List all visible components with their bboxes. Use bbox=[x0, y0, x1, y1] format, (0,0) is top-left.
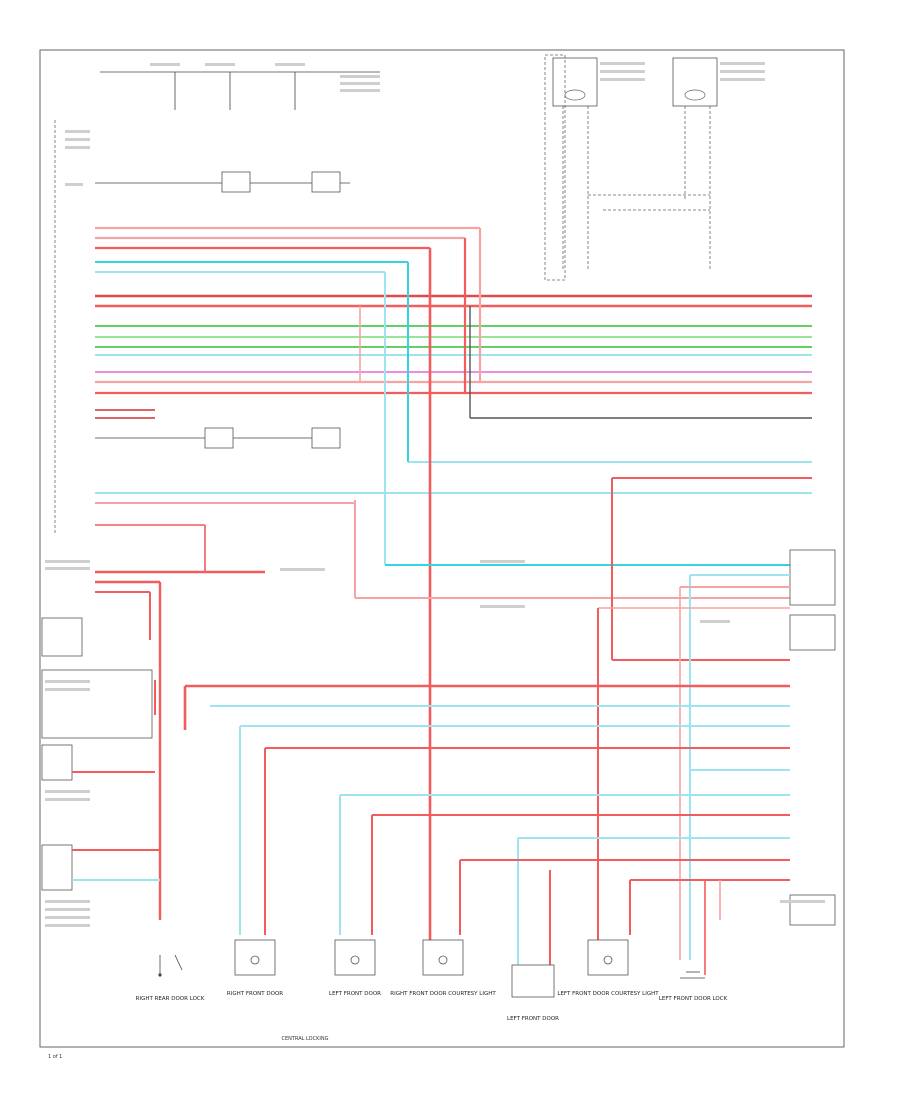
bottom-components bbox=[158, 894, 836, 998]
label-left-front-door: LEFT FRONT DOOR bbox=[329, 991, 381, 997]
label-right-front-door: RIGHT FRONT DOOR bbox=[227, 991, 283, 997]
lock-left-front-door bbox=[680, 971, 705, 979]
page-number: 1 of 1 bbox=[48, 1054, 62, 1060]
right-connector bbox=[597, 477, 836, 960]
left-subcomponents bbox=[41, 524, 265, 920]
wire-verticals bbox=[95, 228, 790, 960]
left-input-block bbox=[54, 71, 380, 535]
wire-bus-cyan bbox=[95, 261, 812, 494]
label-right-rear-door-lock: RIGHT REAR DOOR LOCK bbox=[136, 996, 205, 1002]
right-bottom-box bbox=[789, 894, 836, 926]
label-left-front-door-switch: LEFT FRONT DOOR bbox=[507, 1016, 559, 1022]
label-right-front-door-courtesy-light: RIGHT FRONT DOOR COURTESY LIGHT bbox=[390, 991, 496, 997]
switch-left-front-door bbox=[511, 964, 555, 998]
wire-bus-red bbox=[95, 226, 812, 419]
light-right-front-door bbox=[422, 939, 464, 976]
label-left-front-door-courtesy-light: LEFT FRONT DOOR COURTESY LIGHT bbox=[557, 991, 659, 997]
diagram-frame bbox=[39, 49, 845, 1048]
fine-print-labels bbox=[45, 62, 825, 927]
component-labels: RIGHT REAR DOOR LOCK RIGHT FRONT DOOR LE… bbox=[136, 991, 728, 1022]
label-left-front-door-lock: LEFT FRONT DOOR LOCK bbox=[659, 996, 728, 1002]
lower-wire-runs bbox=[183, 684, 790, 975]
motor-left-front-door bbox=[334, 939, 376, 976]
motor-right-front-door bbox=[234, 939, 276, 976]
switch-right-rear-door-lock bbox=[158, 954, 183, 977]
wire-bus-green bbox=[95, 325, 812, 348]
light-left-front-door bbox=[587, 939, 629, 976]
top-right-switch-group bbox=[544, 54, 718, 281]
diagram-footer: CENTRAL LOCKING bbox=[282, 1036, 329, 1042]
